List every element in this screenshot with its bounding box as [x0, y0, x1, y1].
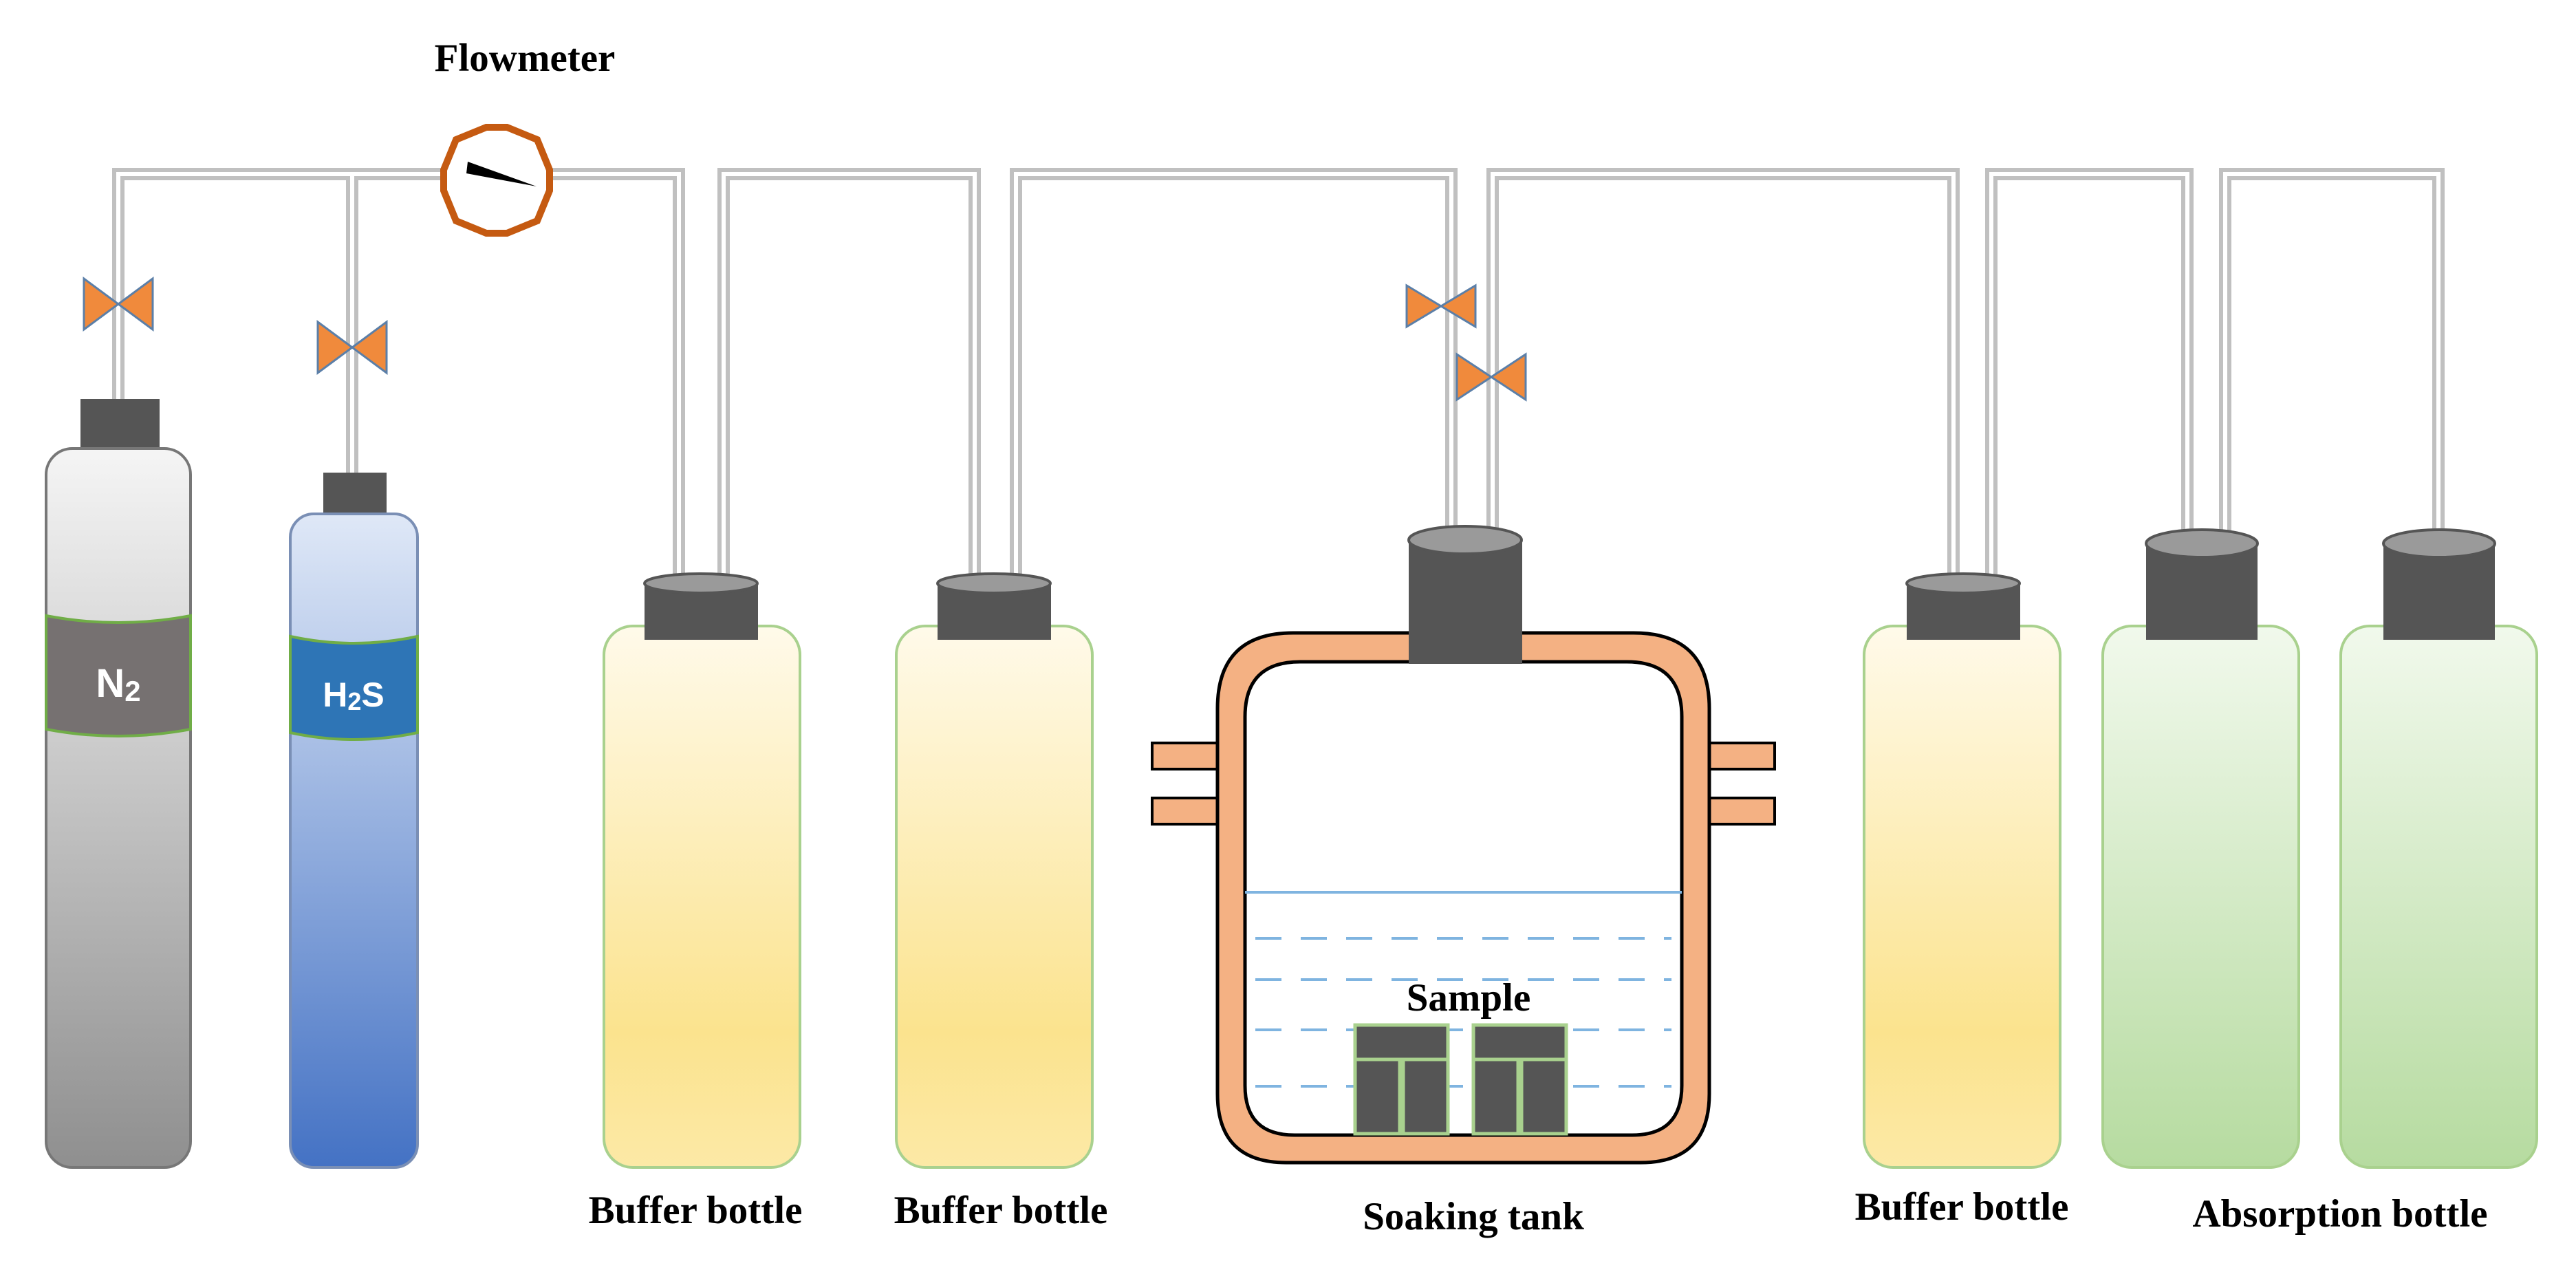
flowmeter-needle — [466, 162, 537, 186]
absorption-bottle-label: Absorption bottle — [2192, 1192, 2487, 1236]
soaking-tank-label: Soaking tank — [1363, 1195, 1584, 1238]
buffer-bottle-1 — [603, 572, 801, 1169]
pipe-buffer2-tank — [1010, 168, 1458, 576]
buffer-bottle-2 — [895, 572, 1094, 1169]
buffer-bottle-3-label: Buffer bottle — [1855, 1185, 2069, 1229]
soaking-tank — [1151, 525, 1776, 1165]
valve-n2[interactable] — [83, 277, 154, 332]
bottle-cap — [2146, 543, 2258, 640]
sample-label: Sample — [1407, 976, 1531, 1020]
h2s-cylinder: H2S — [289, 473, 419, 1169]
pipe-absorption1-absorption2 — [2219, 168, 2445, 535]
tank-wall — [1215, 631, 1711, 1165]
buffer-bottle-3 — [1863, 572, 2061, 1169]
valve-h2s[interactable] — [316, 320, 388, 375]
flowmeter-label: Flowmeter — [435, 36, 616, 80]
valve-tank-inlet[interactable] — [1405, 283, 1477, 329]
absorption-bottle-1 — [2101, 528, 2300, 1169]
n2-cylinder-band — [45, 614, 192, 737]
liquid-lines — [1255, 937, 1671, 1088]
sample-1 — [1353, 1023, 1450, 1136]
buffer-bottle-2-label: Buffer bottle — [894, 1189, 1108, 1232]
n2-cylinder-label: N2 — [96, 661, 140, 707]
h2s-cylinder-label: H2S — [323, 676, 385, 715]
n2-cylinder: N2 — [45, 399, 192, 1169]
sample-2 — [1471, 1023, 1568, 1136]
gas-pipes — [112, 168, 2445, 576]
h2s-cylinder-band — [289, 634, 419, 741]
flowmeter — [440, 124, 553, 237]
pipe-buffer1-buffer2 — [717, 168, 981, 576]
bottle-cap — [2383, 543, 2495, 640]
absorption-bottle-2 — [2339, 528, 2538, 1169]
valve-tank-outlet[interactable] — [1455, 352, 1527, 402]
pipe-tank-buffer3 — [1486, 168, 1960, 576]
buffer-bottle-1-label: Buffer bottle — [589, 1189, 803, 1232]
flowmeter-body — [440, 124, 553, 237]
pipe-buffer3-absorption1 — [1985, 168, 2194, 576]
tank-lid — [1409, 540, 1522, 664]
